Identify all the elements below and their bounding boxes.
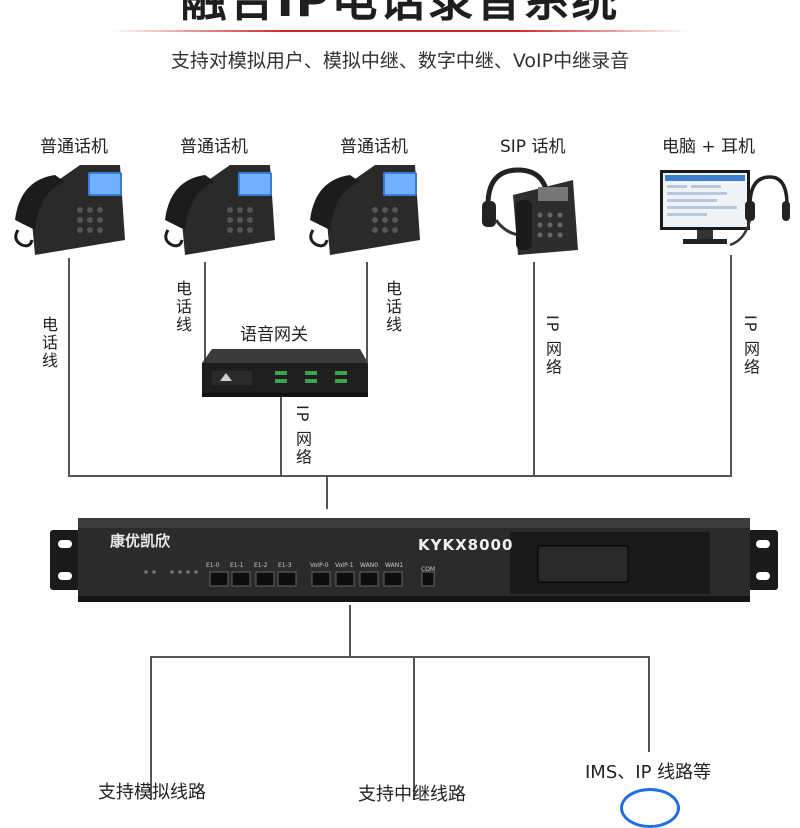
phone-2-line: [204, 262, 206, 362]
sip-phone-headset-icon: [478, 165, 588, 260]
port-label-e1-3: E1-3: [278, 562, 292, 569]
port-label-wan0: WAN0: [360, 562, 379, 569]
phone-1-line-label: 电话线: [39, 316, 58, 370]
ims-branch-line: [648, 656, 650, 752]
port-label-e1-1: E1-1: [230, 562, 244, 569]
phone-3-line-label: 电话线: [383, 280, 402, 334]
port-label-voip-1: VoIP-1: [335, 562, 354, 569]
bottom-bus-line: [150, 656, 650, 658]
recorder-downlink-line: [349, 605, 351, 657]
phone-2-line-label: 电话线: [173, 280, 192, 334]
gateway-ip-label: IP 网络: [293, 405, 312, 467]
phone-3-label: 普通话机: [340, 137, 408, 157]
pc-headset-label: 电脑 + 耳机: [662, 137, 756, 157]
gateway-label: 语音网关: [240, 325, 308, 345]
ims-support-label: IMS、IP 线路等: [585, 762, 712, 783]
phone-2-label: 普通话机: [180, 137, 248, 157]
phone-3-line: [366, 262, 368, 362]
diagram-title: 融合IP电话录音系统: [180, 0, 620, 27]
desk-phone-2-icon: [160, 160, 280, 260]
sip-phone-line: [533, 262, 535, 476]
sip-ip-label: IP 网络: [543, 315, 562, 377]
port-label-voip-0: VoIP-0: [310, 562, 329, 569]
pc-line: [730, 255, 732, 476]
analog-branch-line: [150, 656, 152, 800]
port-label-e1-0: E1-0: [206, 562, 220, 569]
network-globe-icon: [620, 788, 680, 828]
recorder-brand: 康优凯欣: [110, 532, 171, 550]
desk-phone-1-icon: [10, 160, 130, 260]
diagram-subtitle: 支持对模拟用户、模拟中继、数字中继、VoIP中继录音: [170, 50, 630, 72]
trunk-support-label: 支持中继线路: [358, 784, 466, 805]
port-label-wan1: WAN1: [385, 562, 404, 569]
port-label-e1-2: E1-2: [254, 562, 268, 569]
pc-ip-label: IP 网络: [741, 315, 760, 377]
port-label-com: COM: [421, 566, 436, 573]
desk-phone-3-icon: [305, 160, 425, 260]
title-underline: [110, 30, 690, 32]
recorder-rack-unit: [50, 510, 780, 610]
analog-support-label: 支持模拟线路: [98, 782, 206, 803]
sip-phone-label: SIP 话机: [500, 137, 566, 157]
voice-gateway-device: [200, 345, 370, 401]
gateway-line: [280, 395, 282, 476]
pc-monitor-headset-icon: [655, 165, 790, 255]
phone-1-label: 普通话机: [40, 137, 108, 157]
top-bus-line: [68, 475, 732, 477]
trunk-branch-line: [413, 656, 415, 800]
recorder-uplink-line: [326, 475, 328, 509]
phone-1-line: [68, 258, 70, 476]
recorder-model: KYKX8000: [418, 536, 514, 554]
